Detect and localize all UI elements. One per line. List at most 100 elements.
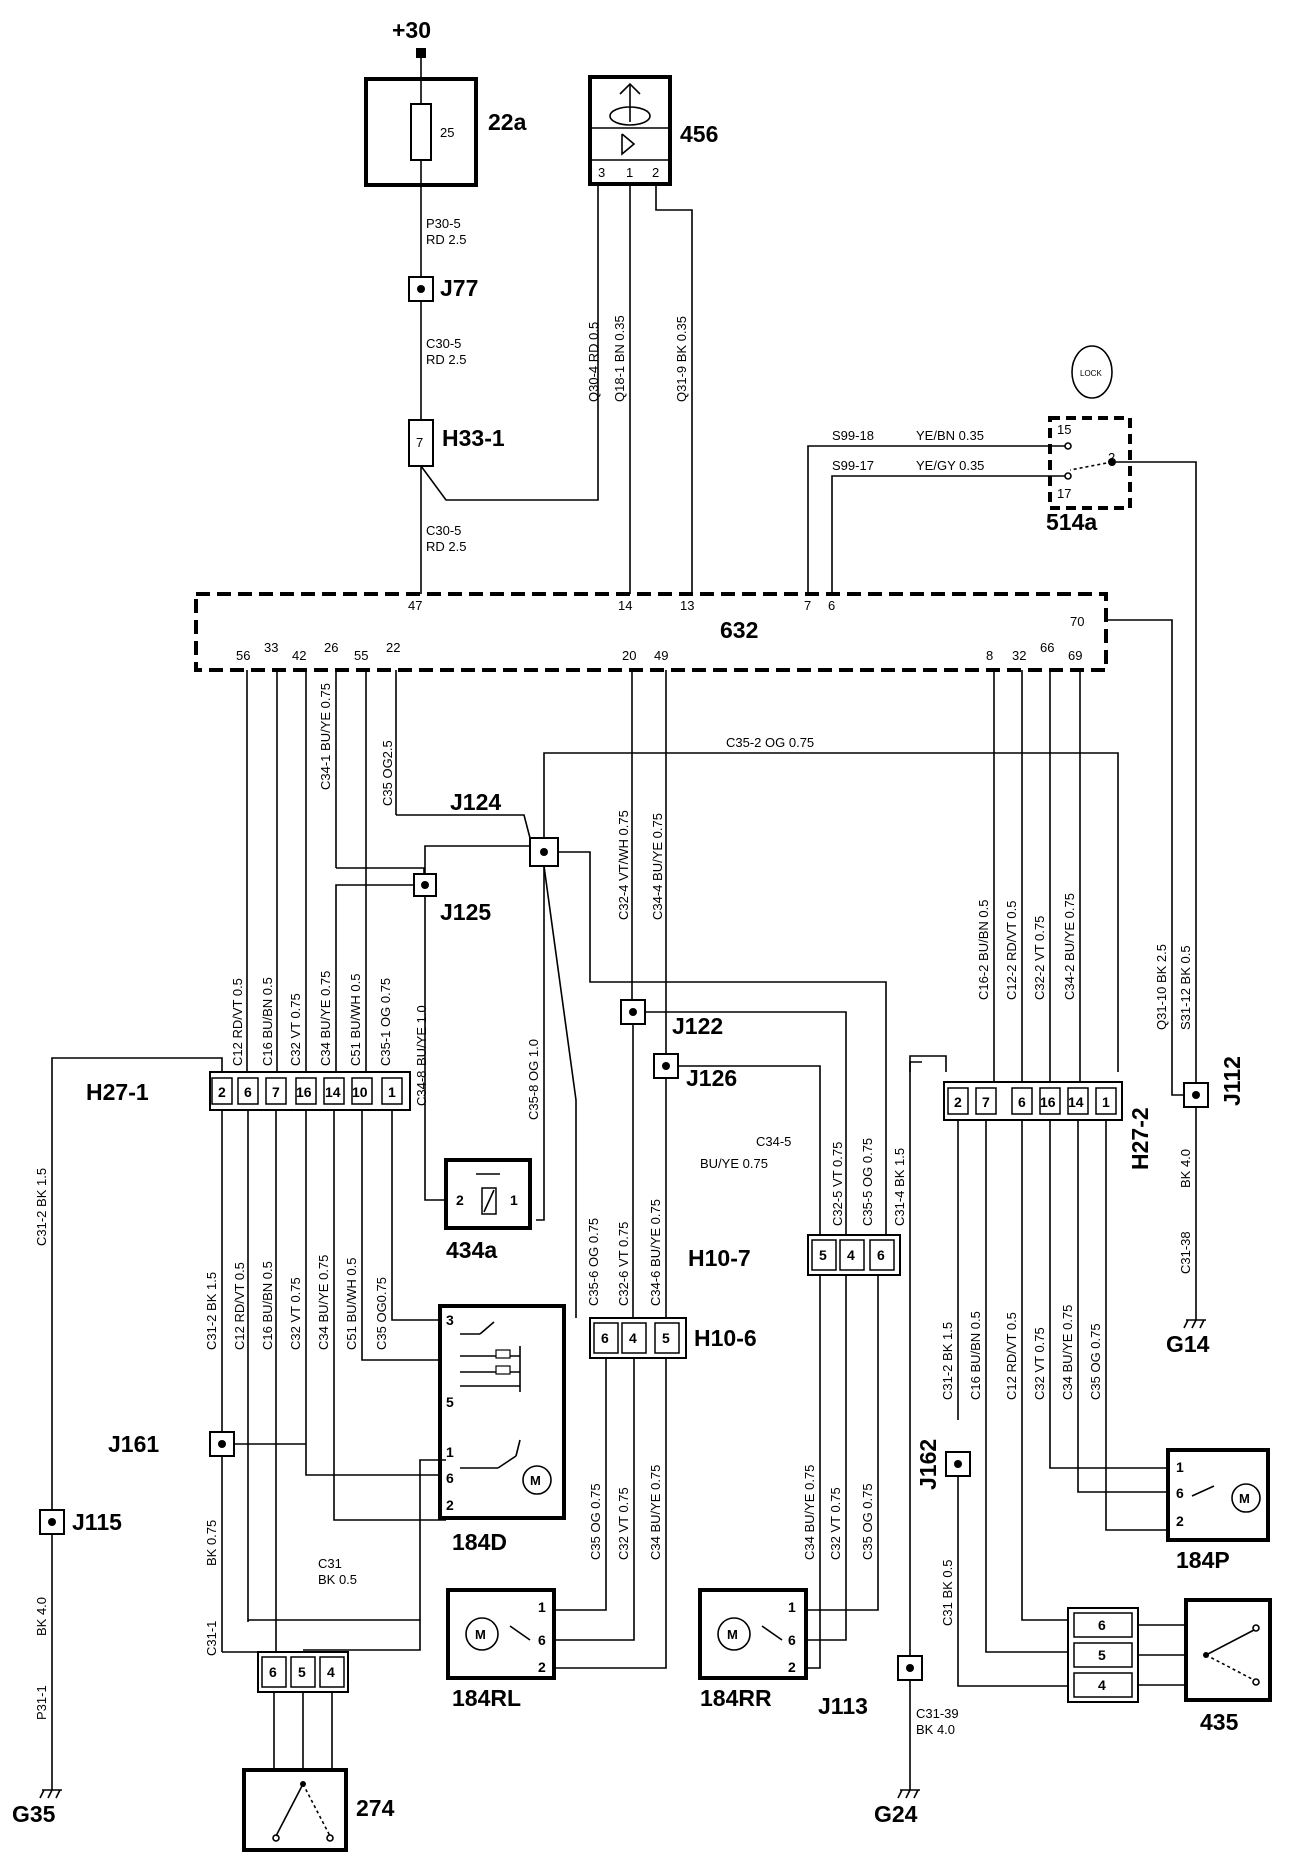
svg-text:7: 7 (804, 598, 811, 613)
wire-q30-4: Q30-4 RD 0.5 (586, 322, 601, 402)
svg-text:1: 1 (538, 1599, 546, 1615)
wire-rr-c34: C34 BU/YE 0.75 (802, 1465, 817, 1560)
wire-c34-2: C34-2 BU/YE 0.75 (1062, 893, 1077, 1000)
wire-c35-mid: C35 OG0.75 (374, 1277, 389, 1350)
splice-j126 (653, 1053, 679, 1079)
module-632-label: 632 (720, 617, 758, 643)
svg-text:M: M (1239, 1491, 1250, 1506)
relay-434a-label: 434a (446, 1237, 497, 1263)
wire-c31-bk05: C31 BK 0.5 (940, 1560, 955, 1627)
svg-text:49: 49 (654, 648, 668, 663)
wire-c34-mid: C34 BU/YE 0.75 (316, 1255, 331, 1350)
actuator-184d-label: 184D (452, 1529, 507, 1555)
wire-c51-l: C51 BU/WH 0.5 (348, 974, 363, 1066)
svg-text:5: 5 (1098, 1647, 1106, 1663)
splice-j161-label: J161 (108, 1431, 159, 1457)
svg-text:2: 2 (954, 1094, 962, 1110)
wire-c34-l: C34 BU/YE 0.75 (318, 971, 333, 1066)
svg-text:66: 66 (1040, 640, 1054, 655)
wire-rl-c35: C35 OG 0.75 (588, 1483, 603, 1560)
svg-text:6: 6 (446, 1470, 454, 1486)
svg-text:2: 2 (446, 1497, 454, 1513)
svg-text:1: 1 (788, 1599, 796, 1615)
splice-j77-label: J77 (440, 275, 478, 301)
wire-p30-5: P30-5 (426, 216, 461, 231)
svg-text:56: 56 (236, 648, 250, 663)
wire-c30-5a-spec: RD 2.5 (426, 352, 466, 367)
svg-text:1: 1 (1176, 1459, 1184, 1475)
svg-text:70: 70 (1070, 614, 1084, 629)
motor-274-box (242, 1768, 348, 1852)
actuator-184p-label: 184P (1176, 1547, 1230, 1573)
splice-j124-label: J124 (450, 789, 501, 815)
wire-c35-2: C35-2 OG 0.75 (726, 735, 814, 750)
motor-icon-184p (1231, 1483, 1261, 1513)
svg-text:6: 6 (1176, 1485, 1184, 1501)
svg-text:26: 26 (324, 640, 338, 655)
svg-text:2: 2 (652, 165, 659, 180)
wire-c32-5: C32-5 VT 0.75 (830, 1142, 845, 1226)
connector-h27-2 (943, 1081, 1123, 1121)
wire-rr-c32: C32 VT 0.75 (828, 1487, 843, 1560)
sensor-456-label: 456 (680, 121, 718, 147)
wire-c32-l: C32 VT 0.75 (288, 993, 303, 1066)
wire-c32-4: C32-4 VT/WH 0.75 (616, 810, 631, 920)
supply-label: +30 (392, 17, 431, 43)
svg-text:6: 6 (244, 1084, 252, 1100)
svg-text:3: 3 (446, 1312, 454, 1328)
wire-rl-c34: C34 BU/YE 0.75 (648, 1465, 663, 1560)
svg-text:6: 6 (828, 598, 835, 613)
wire-c31-1: C31-1 (204, 1621, 219, 1656)
svg-text:4: 4 (1098, 1677, 1106, 1693)
svg-text:55: 55 (354, 648, 368, 663)
svg-text:5: 5 (662, 1330, 670, 1346)
wire-c12-l: C12 RD/VT 0.5 (230, 978, 245, 1066)
svg-text:32: 32 (1012, 648, 1026, 663)
svg-text:4: 4 (327, 1664, 335, 1680)
wire-c51-mid: C51 BU/WH 0.5 (344, 1258, 359, 1350)
wire-c16-l: C16 BU/BN 0.5 (260, 977, 275, 1066)
svg-text:6: 6 (538, 1632, 546, 1648)
svg-text:16: 16 (1040, 1094, 1056, 1110)
wire-c34-1: C34-1 BU/YE 0.75 (318, 683, 333, 790)
splice-j113-label: J113 (818, 1693, 868, 1719)
switch-514a-box (1048, 416, 1132, 510)
wire-c35-6: C35-6 OG 0.75 (586, 1218, 601, 1306)
wire-s99-18-spec: YE/BN 0.35 (916, 428, 984, 443)
wire-s31-12: S31-12 BK 0.5 (1178, 945, 1193, 1030)
wire-c35-1: C35-1 OG 0.75 (378, 978, 393, 1066)
svg-text:1: 1 (1102, 1094, 1110, 1110)
wire-c35-og25: C35 OG2.5 (380, 740, 395, 806)
wire-s99-17: S99-17 (832, 458, 874, 473)
svg-text:6: 6 (601, 1330, 609, 1346)
wire-rl-c32: C32 VT 0.75 (616, 1487, 631, 1560)
motor-icon-184rr (717, 1617, 751, 1651)
svg-text:6: 6 (788, 1632, 796, 1648)
wire-c31-2-left: C31-2 BK 1.5 (34, 1168, 49, 1246)
svg-text:6: 6 (1098, 1617, 1106, 1633)
wire-c16-2: C16-2 BU/BN 0.5 (976, 900, 991, 1000)
lock-icon (1071, 345, 1113, 399)
wire-q31-10: Q31-10 BK 2.5 (1154, 944, 1169, 1030)
svg-text:M: M (530, 1473, 541, 1488)
wire-rr-c35: C35 OG 0.75 (860, 1483, 875, 1560)
wire-s99-18: S99-18 (832, 428, 874, 443)
wire-c32-6: C32-6 VT 0.75 (616, 1222, 631, 1306)
wire-c35-8: C35-8 OG 1.0 (526, 1039, 541, 1120)
wire-c31-2-mid: C31-2 BK 1.5 (204, 1272, 219, 1350)
wire-c31-mid: C31 (318, 1556, 342, 1571)
svg-text:1: 1 (510, 1192, 518, 1208)
motor-274-label: 274 (356, 1795, 395, 1821)
ground-icon-g35 (39, 1789, 62, 1799)
svg-text:5: 5 (446, 1394, 454, 1410)
svg-text:6: 6 (877, 1247, 885, 1263)
svg-text:4: 4 (847, 1247, 855, 1263)
wire-r-c31-2: C31-2 BK 1.5 (940, 1322, 955, 1400)
wire-r-c12: C12 RD/VT 0.5 (1004, 1312, 1019, 1400)
wire-r-c34: C34 BU/YE 0.75 (1060, 1305, 1075, 1400)
supply-terminal (416, 48, 426, 58)
svg-text:42: 42 (292, 648, 306, 663)
wire-c30-5a: C30-5 (426, 336, 461, 351)
connector-h27-2-label: H27-2 (1127, 1107, 1153, 1170)
